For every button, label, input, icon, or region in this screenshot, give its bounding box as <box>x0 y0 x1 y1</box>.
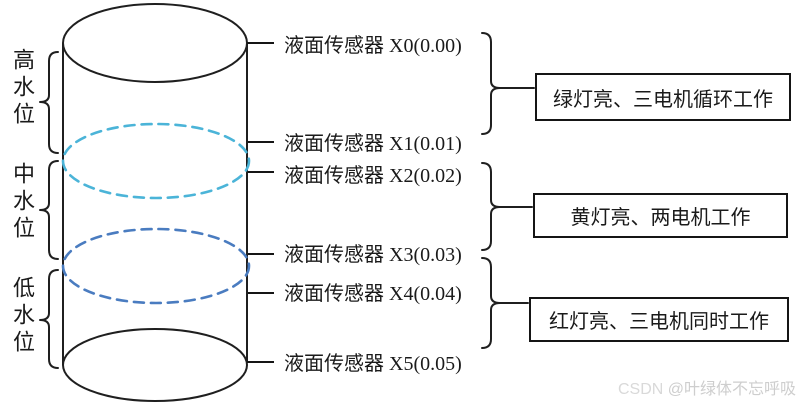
brace-status-yellow <box>481 162 501 251</box>
watermark-prefix: CSDN <box>617 381 668 398</box>
sensor-label-x5: 液面传感器 X5(0.05) <box>284 353 462 375</box>
status-braces <box>481 32 535 349</box>
sensor-label-x0: 液面传感器 X0(0.00) <box>284 35 462 57</box>
sensor-label-x2: 液面传感器 X2(0.02) <box>284 165 462 187</box>
sensor-ticks <box>247 42 274 363</box>
brace-status-red <box>481 257 501 349</box>
brace-low-level <box>39 269 59 369</box>
level-label-low: 低水位 <box>10 276 35 357</box>
sensor-label-x4: 液面传感器 X4(0.04) <box>284 283 462 305</box>
watermark-handle: @叶绿体不忘呼吸 <box>667 381 796 398</box>
tank-bottom-ellipse <box>62 328 248 402</box>
level-label-high: 高水位 <box>10 48 35 129</box>
level-braces <box>39 51 59 369</box>
mid-level-dashed-ellipse <box>61 122 251 200</box>
status-box-yellow: 黄灯亮、两电机工作 <box>533 193 788 238</box>
status-box-red: 红灯亮、三电机同时工作 <box>529 297 789 342</box>
tank-top-ellipse <box>62 3 248 83</box>
brace-status-green <box>481 32 501 135</box>
low-level-dashed-ellipse <box>61 227 251 305</box>
sensor-label-x1: 液面传感器 X1(0.01) <box>284 133 462 155</box>
brace-mid-level <box>39 160 59 260</box>
level-label-mid: 中水位 <box>10 162 35 243</box>
watermark: CSDN @叶绿体不忘呼吸 <box>618 380 796 400</box>
brace-high-level <box>39 51 59 154</box>
tank-cylinder <box>62 3 248 402</box>
sensor-label-x3: 液面传感器 X3(0.03) <box>284 244 462 266</box>
status-box-green: 绿灯亮、三电机循环工作 <box>535 73 791 121</box>
